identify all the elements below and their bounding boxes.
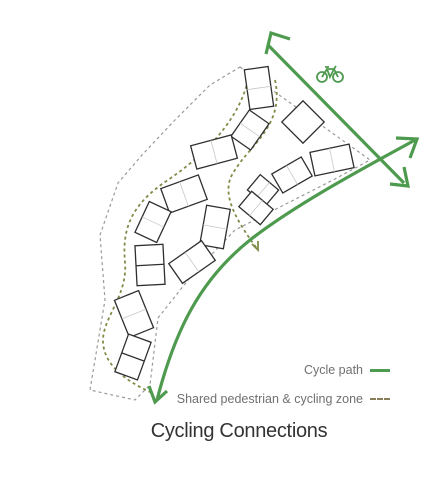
diagram-title: Cycling Connections xyxy=(150,420,328,442)
building xyxy=(167,239,217,285)
shared-zone-boundary xyxy=(89,66,372,401)
shared-route-arrowhead xyxy=(251,241,259,253)
legend-label-shared-zone: Shared pedestrian & cycling zone xyxy=(176,392,363,406)
building xyxy=(309,143,355,177)
legend-swatch-shared-zone xyxy=(370,398,390,400)
cycle-path-upper-arrowhead-end xyxy=(389,166,411,188)
building xyxy=(113,289,155,339)
legend-label-cycle-path: Cycle path xyxy=(303,363,363,377)
building xyxy=(237,190,275,226)
building xyxy=(230,109,270,151)
building xyxy=(243,65,275,111)
legend-item-cycle-path: Cycle path xyxy=(304,363,390,377)
building xyxy=(134,200,172,244)
shared-route-right xyxy=(227,79,278,251)
building xyxy=(159,174,209,214)
legend-swatch-cycle-path xyxy=(370,368,390,372)
building xyxy=(280,99,326,145)
bicycle-icon xyxy=(316,65,344,83)
building xyxy=(134,243,166,287)
building xyxy=(189,134,239,170)
buildings xyxy=(113,65,355,381)
building xyxy=(198,204,232,250)
cycle-path-curve xyxy=(155,138,416,401)
cycle-path-upper-arrowhead-start xyxy=(264,30,291,55)
cycle-path-curve-arrowhead-start xyxy=(395,136,420,159)
building xyxy=(270,156,314,194)
building xyxy=(114,333,152,381)
legend-item-shared-zone: Shared pedestrian & cycling zone xyxy=(177,392,390,406)
cycle-path-curve-arrowhead-end xyxy=(147,385,169,405)
